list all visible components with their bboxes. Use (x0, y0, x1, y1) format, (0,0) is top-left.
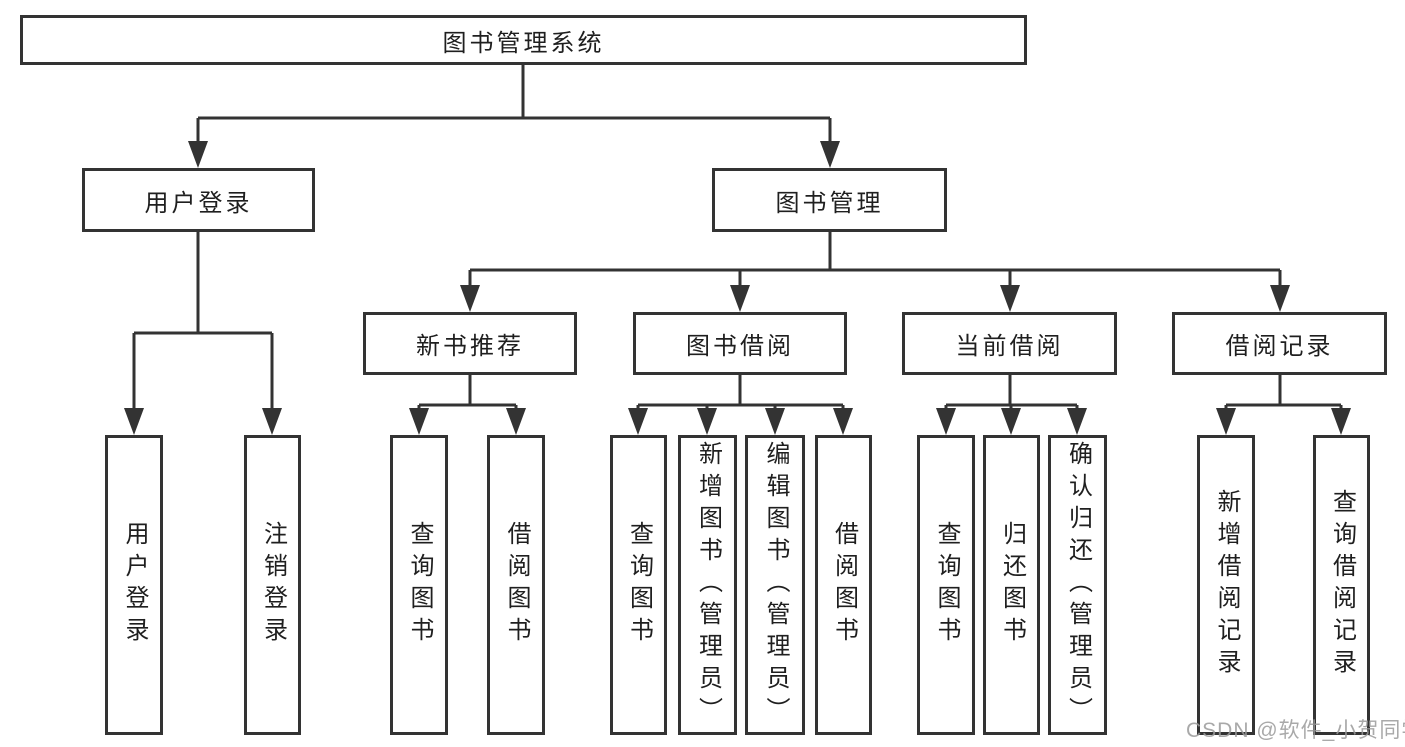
leaf-borrow-books-recommend: 借阅图书 (487, 435, 545, 735)
leaf-query-books-current: 查询图书 (917, 435, 975, 735)
leaf-return-books: 归还图书 (983, 435, 1040, 735)
node-current-borrow: 当前借阅 (902, 312, 1117, 375)
leaf-borrow-books: 借阅图书 (815, 435, 872, 735)
node-new-book-recommend: 新书推荐 (363, 312, 577, 375)
node-root: 图书管理系统 (20, 15, 1027, 65)
leaf-user-login: 用户登录 (105, 435, 163, 735)
leaf-query-books-borrow: 查询图书 (610, 435, 667, 735)
arrowheads (124, 141, 1351, 435)
csdn-watermark: CSDN @软件_小贺同学 (1186, 719, 1405, 742)
leaf-add-book-admin: 新增图书（管理员） (678, 435, 737, 735)
node-borrow-records: 借阅记录 (1172, 312, 1387, 375)
leaf-add-borrow-record: 新增借阅记录 (1197, 435, 1255, 735)
leaf-query-books-recommend: 查询图书 (390, 435, 448, 735)
leaf-logout: 注销登录 (244, 435, 301, 735)
leaf-edit-book-admin: 编辑图书（管理员） (745, 435, 805, 735)
node-book-borrow: 图书借阅 (633, 312, 847, 375)
leaf-query-borrow-record: 查询借阅记录 (1313, 435, 1370, 735)
leaf-confirm-return-admin: 确认归还（管理员） (1048, 435, 1107, 735)
node-book-management: 图书管理 (712, 168, 947, 232)
node-user-login: 用户登录 (82, 168, 315, 232)
